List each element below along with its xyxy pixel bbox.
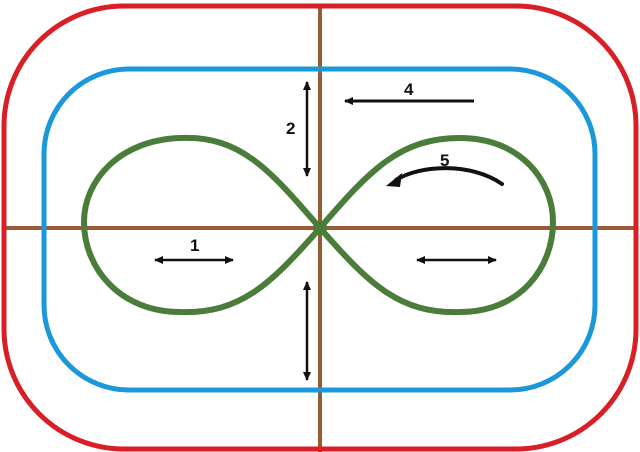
label-2: 2 <box>286 119 295 138</box>
label-1: 1 <box>190 236 199 255</box>
inner-track <box>41 66 598 393</box>
arrow-5-head <box>386 173 402 187</box>
outer-track <box>1 3 639 452</box>
center-junction <box>313 221 327 235</box>
label-5: 5 <box>440 151 449 170</box>
arrow-5-tail <box>394 166 504 186</box>
label-4: 4 <box>404 80 414 99</box>
